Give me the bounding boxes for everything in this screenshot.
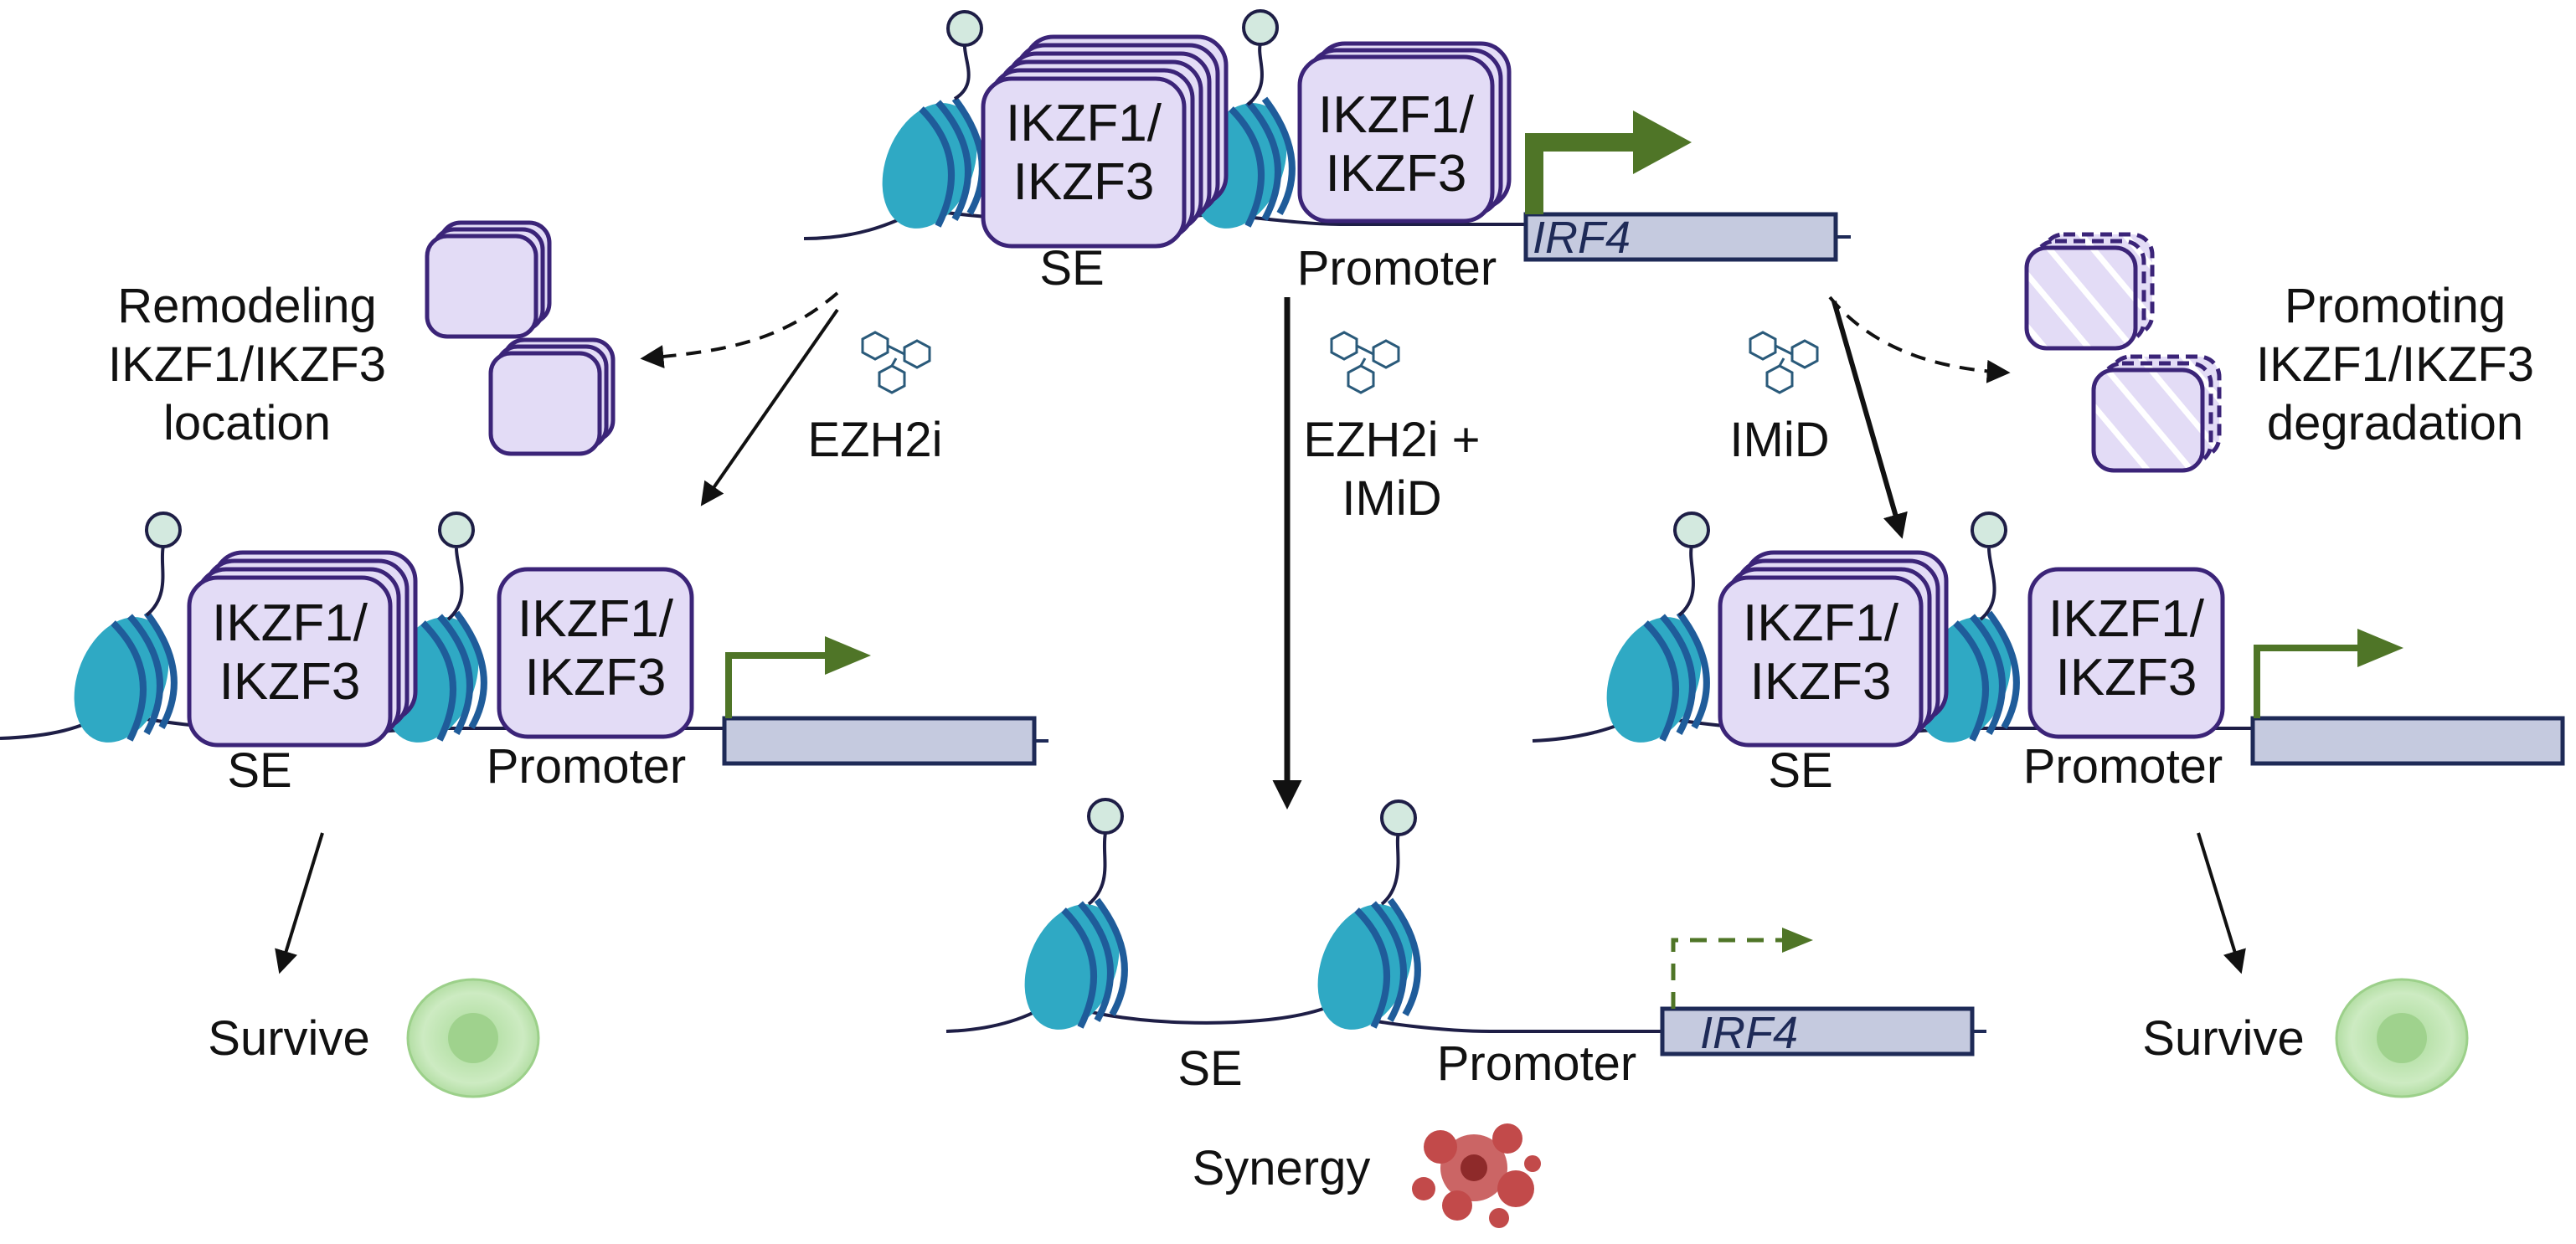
transcription-arrow-head <box>825 636 871 675</box>
right-result-construct: IKZF1/ IKZF3 IKZF1/ IKZF3 SE Promoter <box>1532 511 2565 798</box>
histone-tail <box>145 545 165 617</box>
drug-molecule-icon <box>861 331 931 394</box>
complex-label: IKZF3 <box>2056 649 2197 707</box>
histone-tail <box>1380 832 1400 906</box>
center-result-construct: SE Promoter IRF4 <box>945 798 1986 1096</box>
transcription-arrow-icon <box>1525 133 1641 214</box>
top-construct: IKZF1/ IKZF3 IKZF1/ IKZF3 SE Promoter IR… <box>803 9 1851 296</box>
transcription-arrow-head <box>1782 928 1813 953</box>
transcription-arrow-icon <box>725 652 829 718</box>
promoter-complex-stack: IKZF1/ IKZF3 <box>1297 41 1512 224</box>
treatment-arrow <box>1832 301 1908 539</box>
promoter-complex: IKZF1/ IKZF3 <box>2027 567 2225 739</box>
treatment-label: IMiD <box>1729 413 1829 467</box>
drug-molecule-icon <box>1749 331 1819 394</box>
gene-label: IRF4 <box>1700 1008 1798 1058</box>
complex-label: IKZF3 <box>219 653 361 711</box>
complex-label: IKZF1/ <box>1318 86 1475 144</box>
nucleosome-icon <box>1606 610 1710 743</box>
complex-label: IKZF3 <box>1750 653 1892 711</box>
drug-molecule-icon <box>1330 331 1400 394</box>
histone-mark-icon <box>1673 511 1710 548</box>
effect-text: location <box>163 396 331 450</box>
nucleosome-icon <box>882 96 986 229</box>
histone-mark-icon <box>1380 799 1417 836</box>
outcome-label: Synergy <box>1193 1141 1371 1195</box>
outcome-label: Survive <box>208 1011 369 1066</box>
irf4-gene <box>2250 716 2565 766</box>
dna-strand <box>945 998 1662 1033</box>
treatment-label: EZH2i <box>807 413 942 467</box>
dying-cell-icon <box>1412 1123 1541 1228</box>
transcription-arrow-icon <box>2254 645 2362 718</box>
histone-tail <box>1979 547 1996 621</box>
outcome-arrow <box>2197 832 2246 974</box>
histone-mark-icon <box>145 511 182 548</box>
histone-tail <box>1087 832 1107 906</box>
nucleosome-icon <box>74 610 178 743</box>
complex-label: IKZF1/ <box>1743 594 1899 652</box>
histone-mark-icon <box>1971 511 2007 548</box>
complex-label: IKZF3 <box>525 649 667 707</box>
irf4-gene <box>1523 212 1838 262</box>
dashed-arrow <box>640 291 839 368</box>
se-label: SE <box>1768 743 1832 798</box>
effect-text: Remodeling <box>117 279 377 333</box>
effect-text: IKZF1/IKZF3 <box>108 337 386 392</box>
histone-mark-icon <box>1242 9 1279 46</box>
nucleosome-icon <box>1317 897 1421 1030</box>
nucleosome-icon <box>1024 897 1128 1030</box>
cell-icon <box>2335 978 2469 1098</box>
se-complex-stack: IKZF1/ IKZF3 <box>1718 550 1949 748</box>
center-treatment: EZH2i + IMiD <box>1272 297 1481 810</box>
promoter-label: Promoter <box>2023 739 2223 794</box>
treatment-label: EZH2i + <box>1303 413 1480 467</box>
promoter-label: Promoter <box>1437 1036 1637 1091</box>
histone-tail <box>1677 545 1695 617</box>
complex-label: IKZF1/ <box>212 594 368 652</box>
dashed-arrow <box>1828 296 2011 383</box>
histone-mark-icon <box>946 10 983 47</box>
outcome-arrow <box>275 832 324 974</box>
se-label: SE <box>1039 241 1104 296</box>
cell-icon <box>406 978 540 1098</box>
complex-label: IKZF3 <box>1326 145 1467 203</box>
right-effect: Promoting IKZF1/IKZF3 degradation IMiD <box>1729 232 2534 539</box>
histone-tail <box>953 43 971 100</box>
effect-text: IKZF1/IKZF3 <box>2256 337 2534 392</box>
treatment-label: IMiD <box>1342 471 1441 526</box>
effect-text: Promoting <box>2285 279 2506 333</box>
complex-label: IKZF1/ <box>2048 590 2205 648</box>
promoter-complex: IKZF1/ IKZF3 <box>497 567 694 739</box>
complex-label: IKZF1/ <box>1006 95 1162 152</box>
transcription-arrow-head <box>1633 111 1692 174</box>
effect-text: degradation <box>2267 396 2523 450</box>
outcome-label: Survive <box>2142 1011 2304 1066</box>
degraded-complex-icon <box>2024 232 2222 473</box>
right-outcome: Survive <box>2142 832 2469 1098</box>
promoter-label: Promoter <box>487 739 687 794</box>
complex-label: IKZF1/ <box>518 590 674 648</box>
displaced-complex-icon <box>425 220 616 456</box>
left-effect: Remodeling IKZF1/IKZF3 location EZH2i <box>108 220 943 506</box>
promoter-label: Promoter <box>1297 241 1497 296</box>
treatment-arrow <box>700 308 839 506</box>
left-result-construct: IKZF1/ IKZF3 IKZF1/ IKZF3 SE Promoter <box>0 511 1048 798</box>
histone-tail <box>1246 43 1264 106</box>
se-label: SE <box>227 743 291 798</box>
se-complex-stack: IKZF1/ IKZF3 <box>187 550 418 748</box>
left-outcome: Survive <box>208 832 540 1098</box>
irf4-gene <box>722 716 1037 766</box>
se-label: SE <box>1177 1041 1242 1096</box>
gene-label: IRF4 <box>1533 213 1631 263</box>
histone-tail <box>446 547 464 621</box>
transcription-arrow-head <box>2357 629 2403 667</box>
transcription-arrow-icon <box>1671 938 1784 1009</box>
se-complex-stack: IKZF1/ IKZF3 <box>981 34 1229 249</box>
histone-mark-icon <box>438 511 475 548</box>
center-outcome: Synergy <box>1193 1123 1541 1228</box>
histone-mark-icon <box>1087 798 1124 835</box>
complex-label: IKZF3 <box>1013 153 1155 211</box>
